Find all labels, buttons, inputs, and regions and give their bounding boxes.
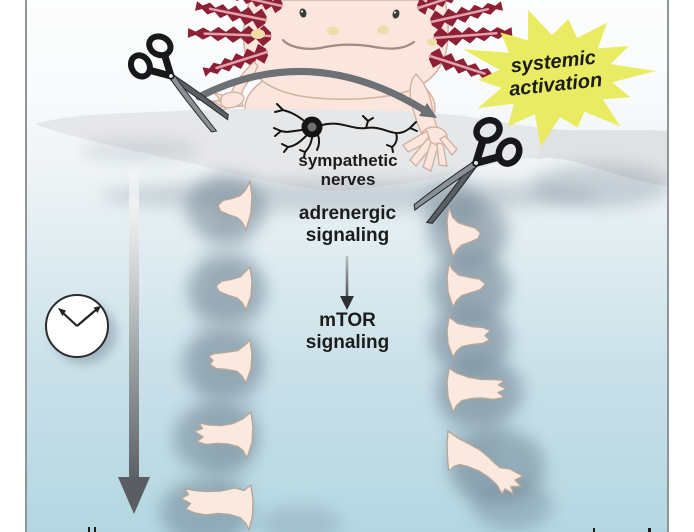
limb-stage-left-1 (217, 180, 253, 231)
limb-stage-right-1 (446, 206, 482, 258)
right-finger (438, 135, 458, 157)
limb-stage-left-4 (193, 411, 254, 459)
limb-stage-left-3 (207, 339, 253, 384)
gill-frond (187, 25, 272, 47)
starburst-shape (463, 9, 656, 148)
mound-shape (35, 108, 667, 191)
gill-stalk (416, 0, 448, 10)
right-finger (401, 129, 431, 153)
gill-frond (417, 0, 454, 15)
adrenergic-signaling-line1: adrenergic (298, 203, 397, 224)
clock-hand-tip (93, 306, 101, 313)
gill-frond (195, 1, 267, 29)
scissors-icon-right (413, 116, 523, 224)
curved-arrow-icon (195, 67, 437, 118)
gill-frond (433, 27, 513, 48)
gill-stalk (215, 50, 269, 70)
clock-hand-tip (58, 308, 66, 316)
figure-panel (25, 0, 669, 532)
mtor-signaling-label: mTOR signaling (260, 310, 435, 353)
figure-art (35, 0, 667, 532)
gill-stalk (208, 7, 268, 22)
sympathetic-neuron-icon (273, 103, 418, 158)
gill-stalk (428, 54, 486, 75)
cutoff-text-fragment (648, 528, 651, 532)
mouth (281, 38, 416, 50)
scissors-pivot (167, 72, 175, 80)
gill-frond (430, 1, 504, 31)
right-finger (422, 140, 439, 173)
scissors-pivot (472, 159, 480, 167)
eye-highlight (393, 11, 397, 14)
sympathetic-nerves-line1: sympathetic (298, 151, 398, 170)
cutoff-text-fragment (88, 527, 90, 532)
limb-stage-right-4 (446, 367, 508, 413)
mtor-signaling-line1: mTOR (319, 310, 376, 331)
curved-arrow-head (419, 103, 437, 118)
cheek-spot (377, 25, 389, 35)
sympathetic-nerves-line2: nerves (320, 170, 376, 190)
gill-stalk (429, 7, 490, 24)
cheek-spot (327, 26, 339, 36)
neuron-nucleus (307, 122, 317, 132)
gill-stalk (432, 31, 498, 40)
limb-stage-right-3 (446, 316, 492, 358)
limb-column-right (446, 206, 524, 495)
scissors-icon-left (127, 33, 229, 133)
adrenergic-signaling-line2: signaling (305, 224, 390, 246)
limb-stage-right-2 (446, 262, 487, 308)
adrenergic-signaling-label: adrenergic signaling (260, 203, 435, 246)
clock-icon (45, 294, 109, 358)
time-arrow-head (118, 477, 150, 514)
sympathetic-nerves-label: sympathetic nerves (270, 151, 426, 190)
cutoff-text-fragment (593, 528, 595, 532)
axolotl-gills-right (416, 0, 513, 83)
axolotl-face (251, 8, 437, 50)
limb-column-left (180, 180, 254, 531)
left-finger (211, 91, 223, 102)
left-finger (209, 100, 222, 108)
cheek-spot (427, 38, 437, 46)
downward-time-arrow-icon (118, 165, 150, 514)
limb-shadow (472, 479, 552, 531)
gill-stalk (249, 0, 284, 8)
right-finger (436, 142, 448, 167)
cheek-spot (251, 29, 265, 39)
cutoff-text-fragment (94, 527, 96, 532)
limb-stage-left-5 (180, 484, 254, 531)
eye-highlight (300, 10, 304, 13)
signaling-down-arrow (340, 256, 354, 310)
axolotl-gills-left (187, 0, 284, 77)
limb-stage-left-2 (215, 266, 253, 311)
mtor-signaling-line2: signaling (305, 331, 390, 353)
limb-stage-right-5 (446, 430, 524, 495)
